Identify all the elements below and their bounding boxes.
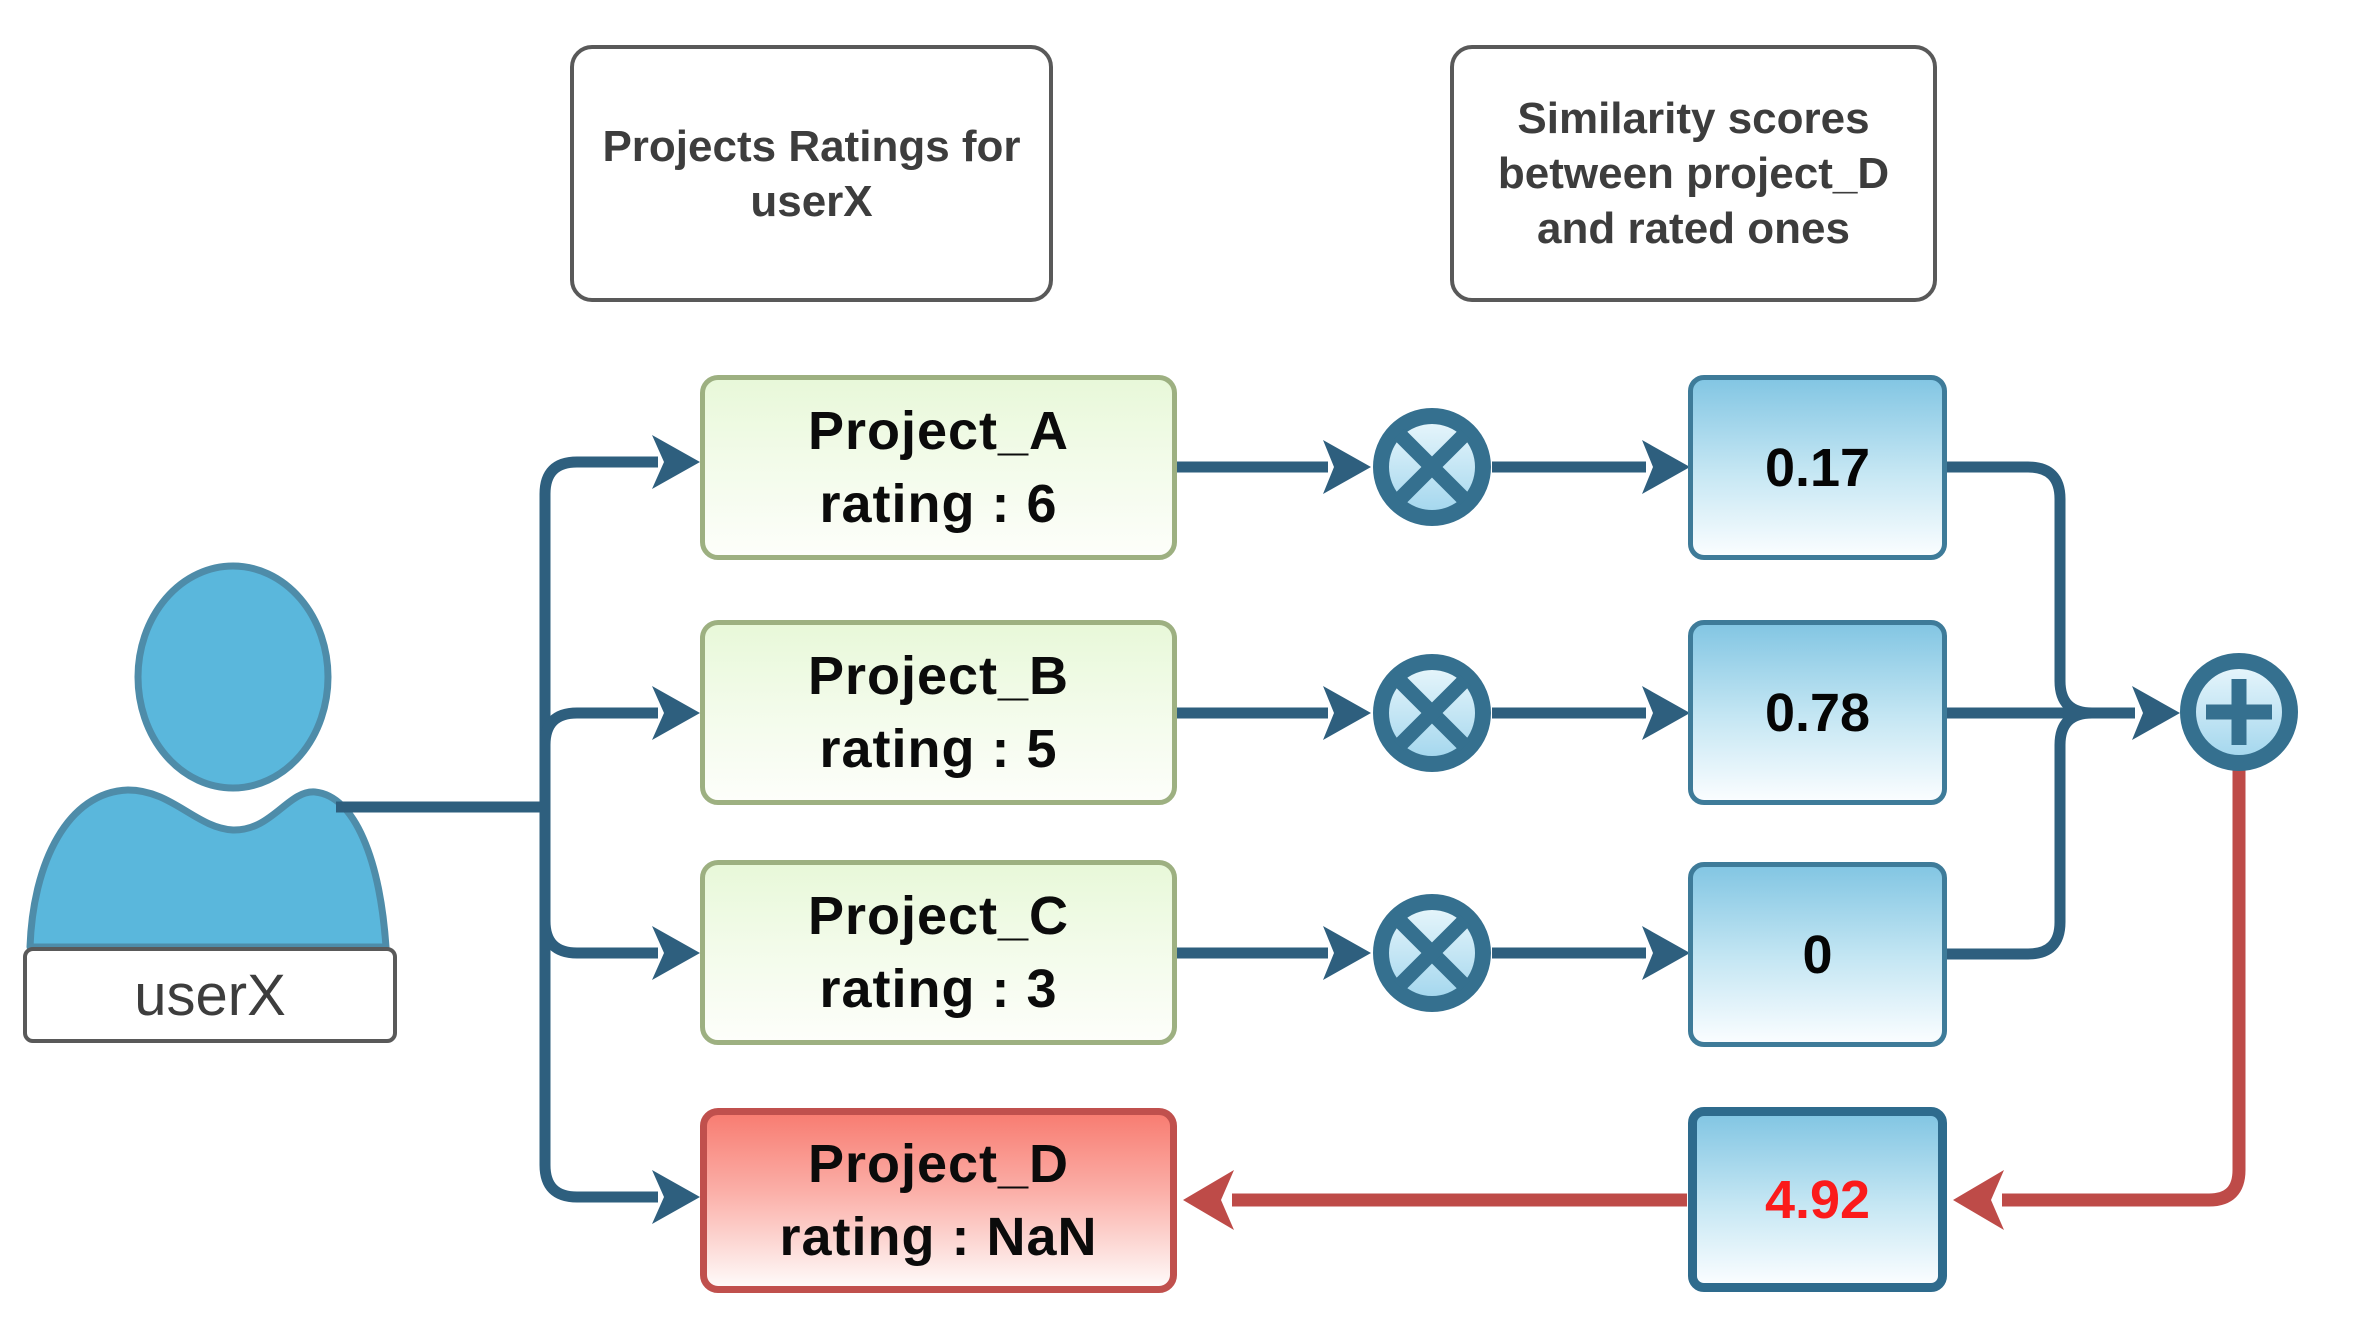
user-icon [26,562,390,951]
multiply-icon [1373,654,1491,772]
arrowhead-score-b [1642,686,1690,740]
connector-user-to-project-d [539,807,658,1203]
arrowhead-multiply-b [1323,686,1371,740]
plus-icon [2180,653,2298,771]
arrowhead-project-a [652,435,700,489]
score-b-value: 0.78 [1764,682,1871,743]
header-similarity-scores: Similarity scores between project_D and … [1450,45,1937,302]
connector-user-to-project-a [539,456,658,807]
project-a-rating: rating : 6 [819,473,1058,534]
project-a-node: Project_A rating : 6 [700,375,1177,560]
project-c-rating: rating : 3 [819,958,1058,1019]
arrowhead-multiply-c [1323,926,1371,980]
predicted-score-node: 4.92 [1688,1107,1947,1292]
score-b-node: 0.78 [1688,620,1947,805]
header-projects-ratings: Projects Ratings for userX [570,45,1053,302]
header-projects-ratings-label: Projects Ratings for userX [602,121,1021,226]
arrowhead-project-d [652,1170,700,1224]
arrowhead-prediction-box [1953,1170,2004,1230]
arrowhead-score-a [1642,440,1690,494]
arrowhead-score-c [1642,926,1690,980]
multiply-icon [1373,894,1491,1012]
connector-plus-to-prediction [2002,750,2246,1207]
project-d-node: Project_D rating : NaN [700,1108,1177,1293]
project-c-title: Project_C [807,885,1070,946]
connector-score-c-to-plus [1947,707,2093,960]
arrowhead-project-c [652,926,700,980]
connector-user-to-project-c [539,807,658,959]
arrowhead-project-b [652,686,700,740]
score-c-node: 0 [1688,862,1947,1047]
arrowhead-plus [2132,686,2180,740]
project-d-title: Project_D [807,1133,1070,1194]
project-b-title: Project_B [807,645,1070,706]
project-d-rating: rating : NaN [779,1206,1098,1267]
project-b-rating: rating : 5 [819,718,1058,779]
score-a-node: 0.17 [1688,375,1947,560]
user-label: userX [23,947,397,1043]
project-a-title: Project_A [807,400,1070,461]
multiply-icon [1373,408,1491,526]
arrowhead-multiply-a [1323,440,1371,494]
user-label-text: userX [134,962,286,1028]
arrowhead-project-d-feedback [1183,1170,1234,1230]
connector-score-a-to-plus [1947,461,2093,719]
project-b-node: Project_B rating : 5 [700,620,1177,805]
score-a-value: 0.17 [1764,437,1871,498]
connector-user-to-project-b [539,707,658,807]
score-c-value: 0 [1802,924,1833,985]
project-c-node: Project_C rating : 3 [700,860,1177,1045]
predicted-score-value: 4.92 [1764,1169,1871,1230]
header-similarity-scores-label: Similarity scores between project_D and … [1497,94,1890,253]
